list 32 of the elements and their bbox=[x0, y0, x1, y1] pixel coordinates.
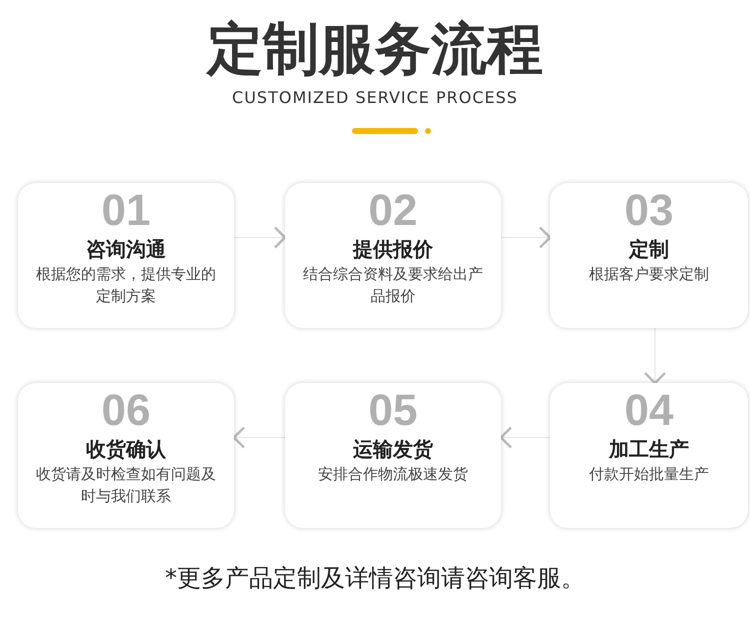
subtitle: CUSTOMIZED SERVICE PROCESS bbox=[232, 88, 518, 107]
step-number: 06 bbox=[102, 386, 150, 435]
step-card bbox=[18, 183, 234, 328]
step-title: 收货确认 bbox=[86, 437, 166, 461]
step-description: 根据客户要求定制 bbox=[589, 264, 709, 285]
step-card bbox=[18, 383, 234, 528]
arrow bbox=[644, 328, 666, 384]
page-title: 定制服务流程 bbox=[207, 16, 543, 84]
step-description: 根据您的需求，提供专业的定制方案 bbox=[35, 264, 217, 307]
step-title: 加工生产 bbox=[609, 437, 689, 461]
step-number: 04 bbox=[624, 386, 674, 435]
step-title: 定制 bbox=[629, 237, 669, 261]
step-description: 安排合作物流极速发货 bbox=[318, 464, 468, 485]
arrow bbox=[234, 226, 286, 249]
step-title: 运输发货 bbox=[353, 437, 433, 461]
footnote: *更多产品定制及详情咨询请咨询客服。 bbox=[165, 563, 585, 594]
step-number: 01 bbox=[102, 186, 150, 235]
step-number: 02 bbox=[368, 186, 418, 235]
step-description: 结合综合资料及要求给出产品报价 bbox=[302, 264, 484, 307]
step-number: 03 bbox=[624, 186, 674, 235]
step-card bbox=[285, 183, 501, 328]
step-description: 收货请及时检查如有问题及时与我们联系 bbox=[35, 464, 217, 507]
step-card bbox=[550, 183, 748, 328]
step-card bbox=[285, 383, 501, 528]
arrow bbox=[500, 426, 550, 449]
step-title: 提供报价 bbox=[353, 237, 433, 261]
arrow bbox=[500, 226, 552, 249]
step-card bbox=[550, 383, 748, 528]
step-number: 05 bbox=[368, 386, 418, 435]
step-title: 咨询沟通 bbox=[86, 237, 166, 261]
step-description: 付款开始批量生产 bbox=[589, 464, 709, 485]
arrow bbox=[232, 426, 286, 449]
